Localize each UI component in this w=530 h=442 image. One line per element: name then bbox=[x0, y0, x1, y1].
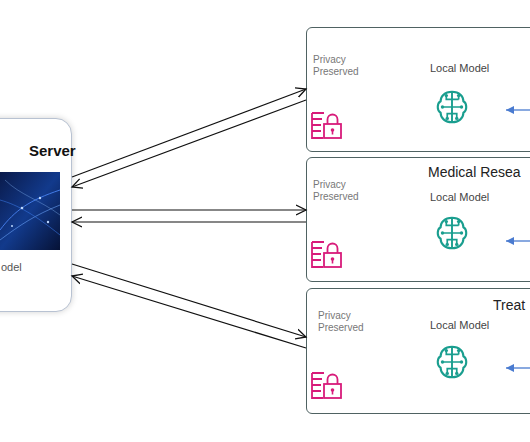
exchange-arrow bbox=[72, 264, 306, 337]
brain-icon bbox=[438, 347, 467, 377]
input-arrow bbox=[506, 367, 530, 368]
privacy-label: Privacy Preserved bbox=[313, 54, 375, 78]
lock-icon bbox=[312, 113, 341, 138]
privacy-label: Privacy Preserved bbox=[318, 310, 380, 334]
exchange-arrow bbox=[72, 89, 306, 177]
exchange-arrow bbox=[72, 221, 306, 222]
server-title: Server bbox=[29, 142, 89, 160]
privacy-label: Privacy Preserved bbox=[313, 179, 375, 203]
client-box: TreatPrivacy Preserved Local Model bbox=[306, 288, 530, 414]
server-box: Serverodel bbox=[0, 118, 72, 312]
lock-icon bbox=[312, 242, 341, 267]
client-title: Medical Resea bbox=[428, 164, 530, 181]
exchange-arrow bbox=[72, 209, 306, 210]
model-label: odel bbox=[1, 261, 41, 274]
lock-icon bbox=[312, 373, 341, 398]
network-image bbox=[0, 172, 60, 250]
brain-icon bbox=[438, 218, 467, 248]
exchange-arrow bbox=[72, 276, 306, 348]
exchange-arrow bbox=[72, 100, 306, 187]
client-box: Privacy Preserved Local Model bbox=[306, 27, 530, 152]
model-label: Local Model bbox=[430, 319, 520, 332]
client-title: Treat bbox=[493, 297, 530, 314]
input-arrow bbox=[506, 109, 530, 110]
model-label: Local Model bbox=[430, 62, 520, 75]
input-arrow bbox=[506, 240, 530, 241]
client-box: Medical ReseaPrivacy PreservedLocal Mode… bbox=[306, 157, 530, 282]
model-label: Local Model bbox=[430, 191, 520, 204]
brain-icon bbox=[438, 92, 467, 122]
